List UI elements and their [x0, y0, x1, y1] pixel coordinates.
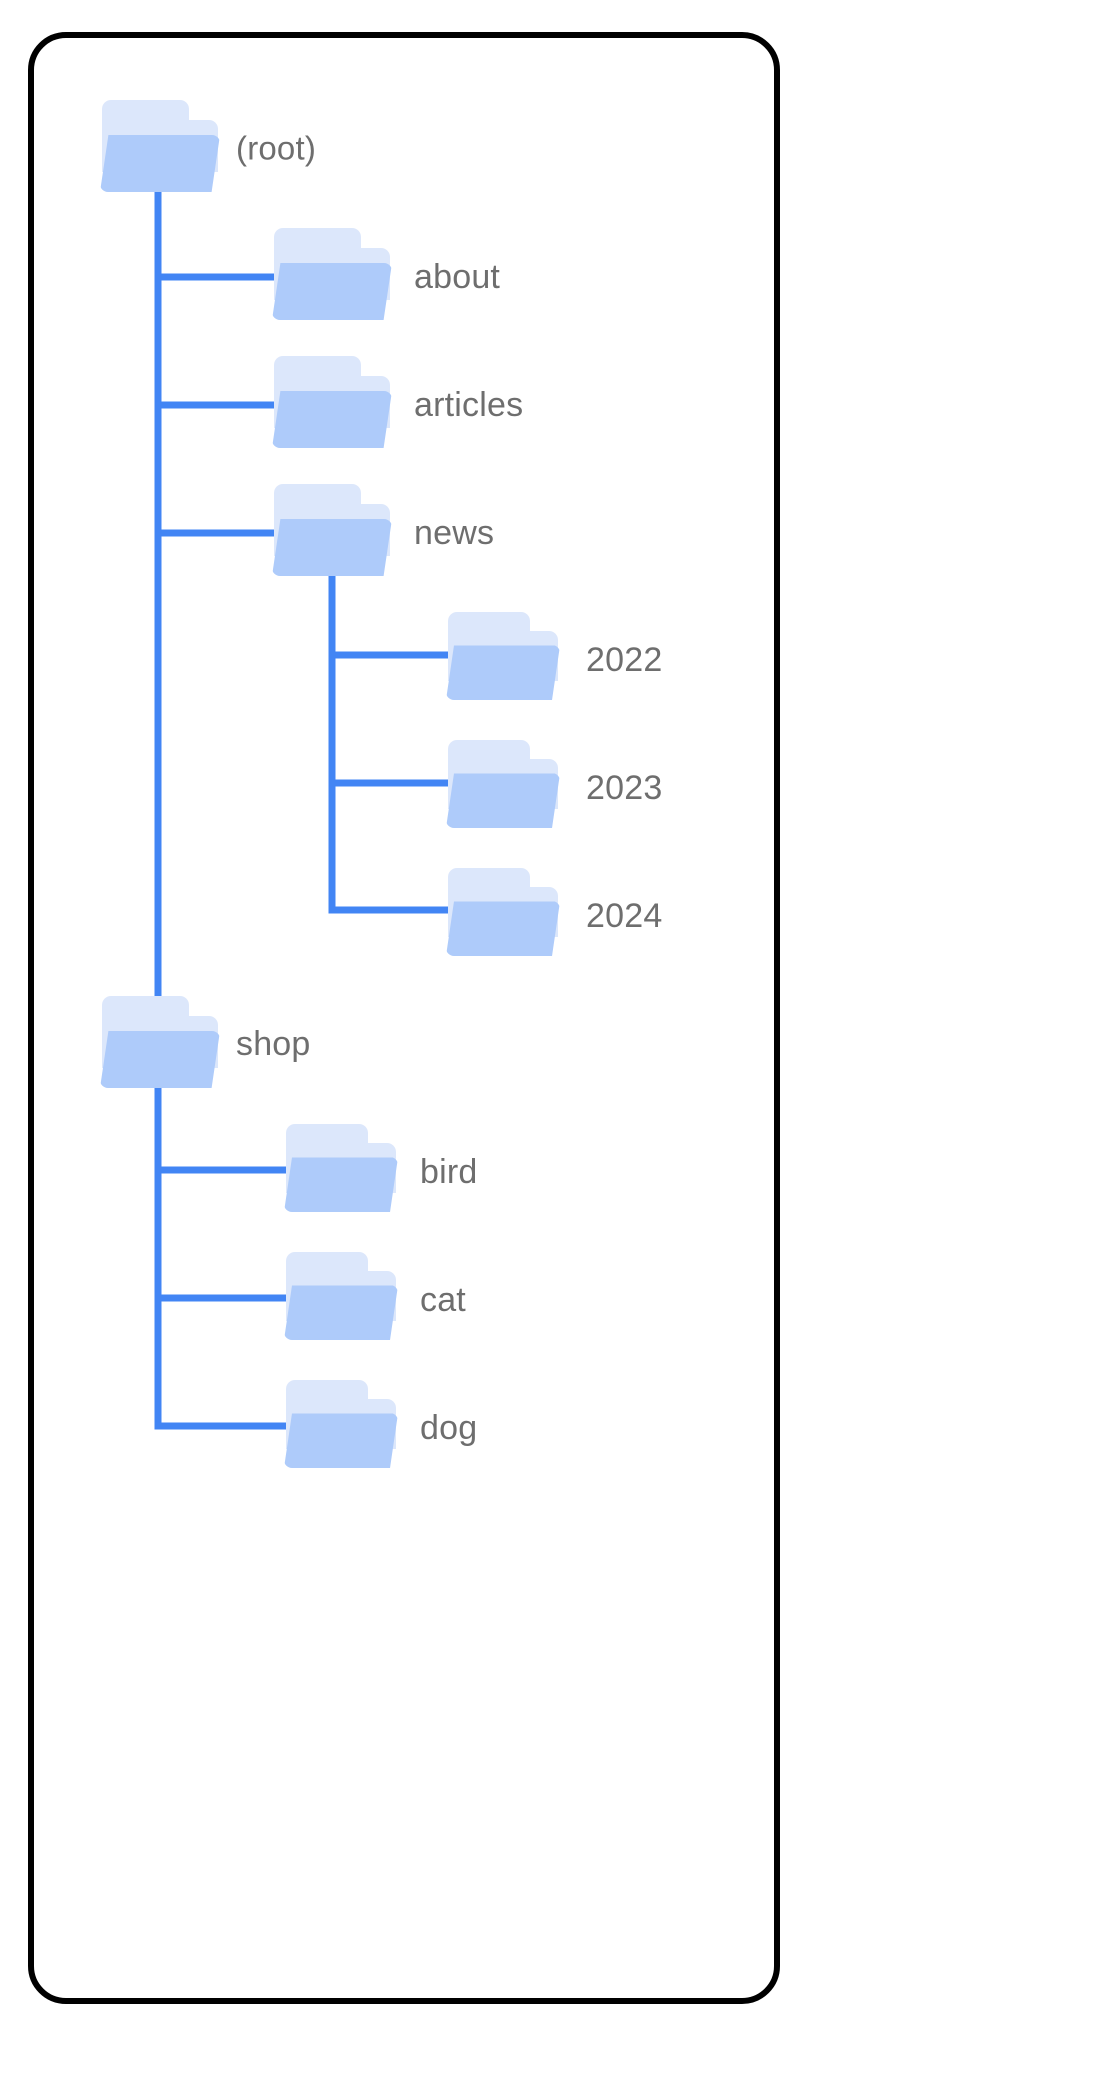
- tree-node-label-cat: cat: [420, 1281, 466, 1319]
- tree-node-label-dog: dog: [420, 1409, 478, 1447]
- folder-icon: [446, 740, 560, 828]
- tree-node-label-shop: shop: [236, 1025, 311, 1063]
- tree-node-about[interactable]: [272, 228, 392, 320]
- folder-icon: [284, 1252, 398, 1340]
- tree-node-bird[interactable]: [284, 1124, 398, 1212]
- tree-node-label-news: news: [414, 514, 495, 552]
- tree-node-news[interactable]: [272, 484, 392, 576]
- folder-icon: [446, 612, 560, 700]
- tree-node-2024[interactable]: [446, 868, 560, 956]
- tree-node-label-2024: 2024: [586, 897, 663, 935]
- tree-node-label-2023: 2023: [586, 769, 663, 807]
- tree-node-label-bird: bird: [420, 1153, 478, 1191]
- tree-node-label-2022: 2022: [586, 641, 663, 679]
- tree-node-2022[interactable]: [446, 612, 560, 700]
- tree-node-cat[interactable]: [284, 1252, 398, 1340]
- folder-icon: [272, 484, 392, 576]
- tree-node-label-articles: articles: [414, 386, 524, 424]
- tree-node-label-root: (root): [236, 129, 317, 167]
- folder-icon: [284, 1124, 398, 1212]
- tree-node-dog[interactable]: [284, 1380, 398, 1468]
- folder-icon: [284, 1380, 398, 1468]
- folder-icon: [446, 868, 560, 956]
- tree-node-root[interactable]: [100, 100, 220, 192]
- tree-node-shop[interactable]: [100, 996, 220, 1088]
- tree-node-articles[interactable]: [272, 356, 392, 448]
- tree-node-2023[interactable]: [446, 740, 560, 828]
- folder-icon: [272, 228, 392, 320]
- tree-node-label-about: about: [414, 258, 501, 296]
- folder-icon: [100, 996, 220, 1088]
- folder-icon: [100, 100, 220, 192]
- folder-icon: [272, 356, 392, 448]
